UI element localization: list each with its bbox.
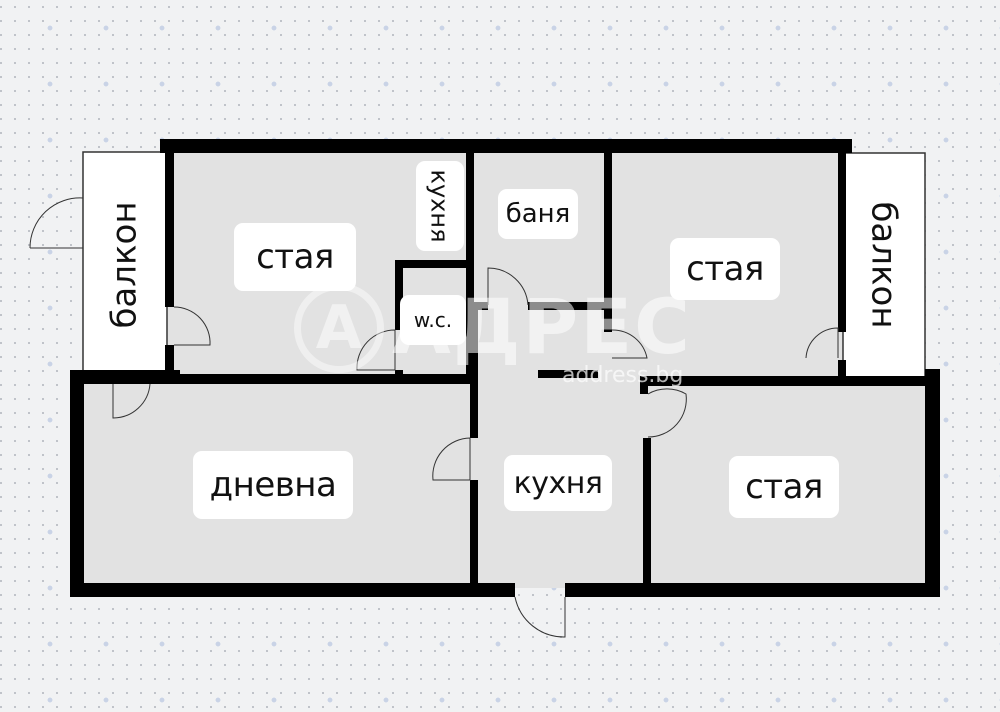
balcony-label-left: балкон: [83, 160, 167, 370]
balcony-left-area: [82, 151, 168, 378]
watermark-logo-letter: А: [315, 293, 363, 363]
balcony-label-right: балкон: [843, 160, 925, 370]
balcony-right-area: [842, 152, 926, 379]
room-label-kitchenette: кухня: [416, 161, 464, 251]
room-label-kitchen: кухня: [504, 455, 612, 511]
balcony-left-text: балкон: [105, 201, 146, 329]
room-label-bathroom: баня: [498, 189, 578, 239]
watermark-logo-icon: А: [294, 283, 384, 373]
kitchenette-text: кухня: [426, 169, 454, 243]
room-label-top-right: стая: [670, 238, 780, 300]
room-label-wc: w.c.: [400, 295, 466, 345]
walls: [70, 139, 940, 597]
balcony-right-text: балкон: [864, 201, 905, 329]
room-label-bottom-right: стая: [729, 456, 839, 518]
room-label-top-left: стая: [234, 223, 356, 291]
room-label-living: дневна: [193, 451, 353, 519]
